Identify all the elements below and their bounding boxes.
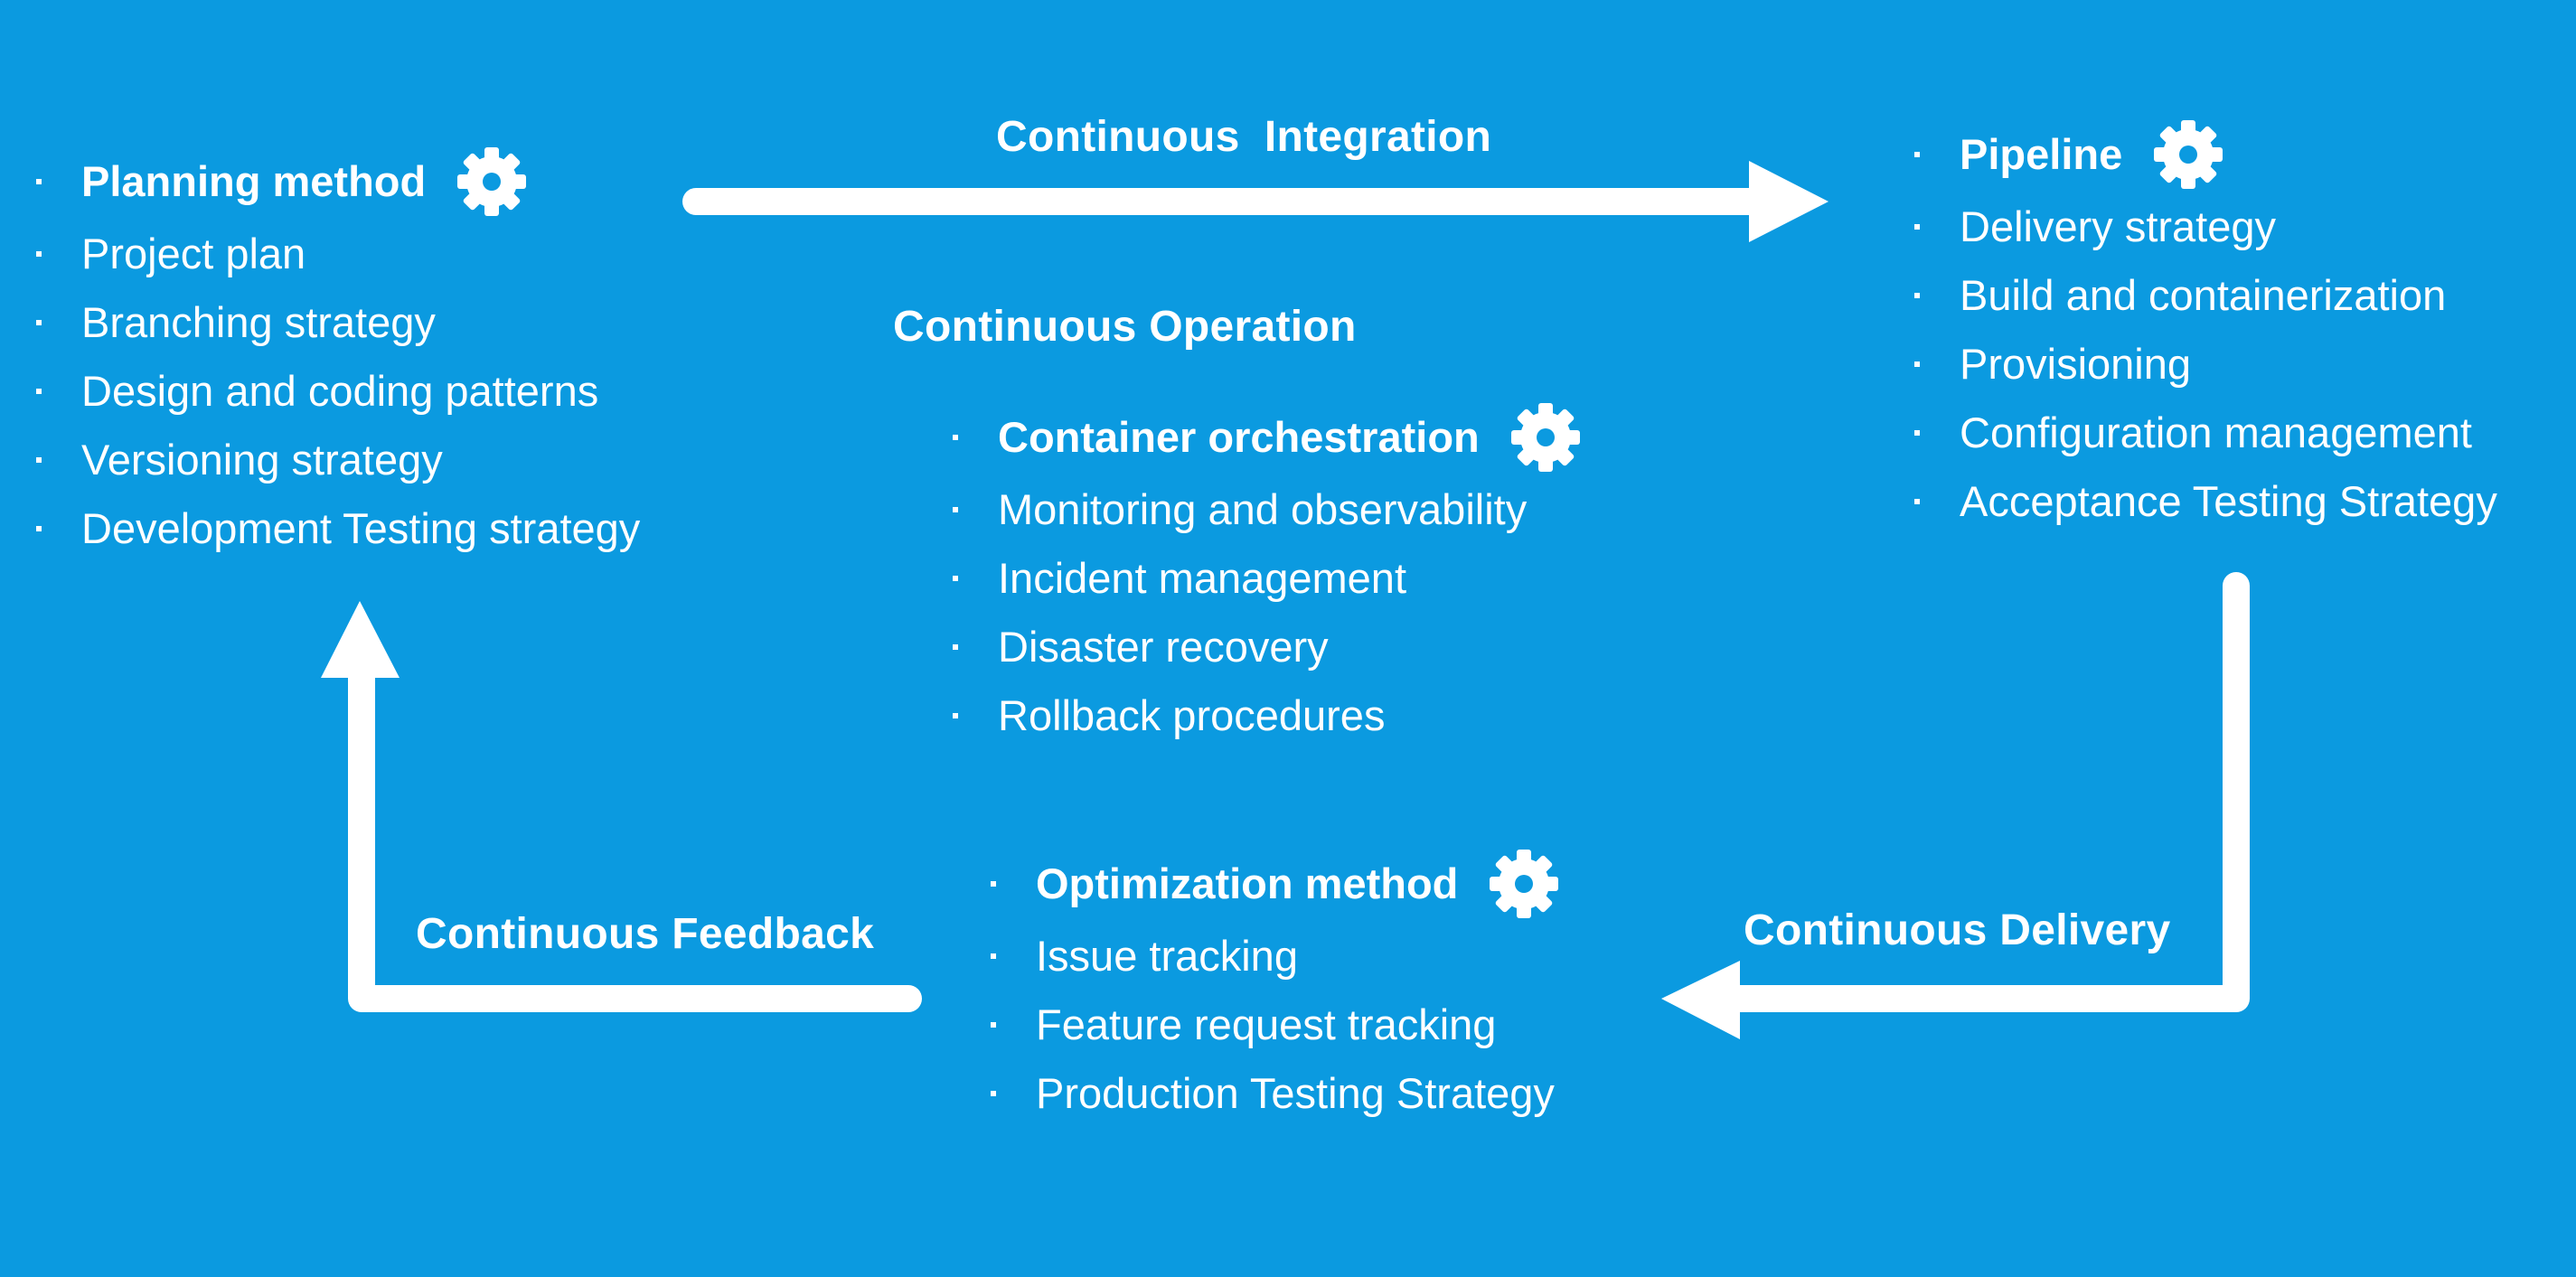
list-item: Provisioning xyxy=(1914,330,2497,399)
gear-icon xyxy=(1510,402,1580,472)
bullet xyxy=(991,1090,996,1096)
bullet xyxy=(991,1021,996,1028)
list-item: Issue tracking xyxy=(991,922,1558,991)
bullet xyxy=(953,575,958,581)
bullet xyxy=(1914,152,1920,157)
planning-head-label: Planning method xyxy=(81,157,427,205)
list-item: Versioning strategy xyxy=(36,426,640,494)
operation-head-label: Container orchestration xyxy=(998,413,1480,461)
bullet xyxy=(1914,429,1920,436)
list-item: Monitoring and observability xyxy=(953,475,1580,544)
continuous-delivery-label: Continuous Delivery xyxy=(1744,906,2171,954)
planning-head: Planning method xyxy=(36,146,640,220)
continuous-feedback-label: Continuous Feedback xyxy=(416,910,875,958)
pipeline-head: Pipeline xyxy=(1914,119,2497,192)
bullet xyxy=(36,456,42,463)
pipeline-list: Pipeline Delivery strategy Build and con… xyxy=(1914,119,2497,536)
integration-arrow xyxy=(682,161,1829,242)
list-item: Project plan xyxy=(36,220,640,288)
bullet xyxy=(953,712,958,718)
operation-list: Container orchestration Monitoring and o… xyxy=(953,402,1580,750)
bullet xyxy=(1914,292,1920,298)
continuous-integration-label: Continuous Integration xyxy=(996,113,1492,161)
list-item: Disaster recovery xyxy=(953,613,1580,681)
bullet xyxy=(953,643,958,650)
list-item: Branching strategy xyxy=(36,288,640,357)
list-item: Acceptance Testing Strategy xyxy=(1914,467,2497,536)
bullet xyxy=(1914,498,1920,504)
optimization-head: Optimization method xyxy=(991,849,1559,922)
planning-list: Planning method Project plan Branching s… xyxy=(36,146,640,563)
bullet xyxy=(36,388,42,394)
operation-head: Container orchestration xyxy=(953,402,1580,475)
optimization-head-label: Optimization method xyxy=(1036,859,1459,907)
bullet xyxy=(953,435,958,440)
delivery-arrow xyxy=(1661,572,2250,1039)
list-item: Configuration management xyxy=(1914,399,2497,467)
bullet xyxy=(991,881,996,887)
list-item: Production Testing Strategy xyxy=(991,1059,1558,1128)
gear-icon xyxy=(2154,119,2223,189)
pipeline-head-label: Pipeline xyxy=(1960,130,2123,178)
list-item: Development Testing strategy xyxy=(36,494,640,563)
bullet xyxy=(36,250,42,257)
list-item: Rollback procedures xyxy=(953,681,1580,750)
continuous-operation-label: Continuous Operation xyxy=(893,303,1357,351)
bullet xyxy=(991,953,996,959)
bullet xyxy=(36,319,42,325)
bullet xyxy=(36,179,42,184)
bullet xyxy=(1914,223,1920,230)
feedback-arrow xyxy=(321,601,922,1012)
gear-icon xyxy=(1490,849,1559,918)
list-item: Build and containerization xyxy=(1914,261,2497,330)
list-item: Incident management xyxy=(953,544,1580,613)
optimization-list: Optimization method Issue tracking Featu… xyxy=(991,849,1559,1128)
list-item: Feature request tracking xyxy=(991,991,1558,1059)
bullet xyxy=(953,506,958,512)
list-item: Design and coding patterns xyxy=(36,357,640,426)
list-item: Delivery strategy xyxy=(1914,192,2497,261)
bullet xyxy=(1914,361,1920,367)
gear-icon xyxy=(457,146,527,216)
bullet xyxy=(36,525,42,531)
